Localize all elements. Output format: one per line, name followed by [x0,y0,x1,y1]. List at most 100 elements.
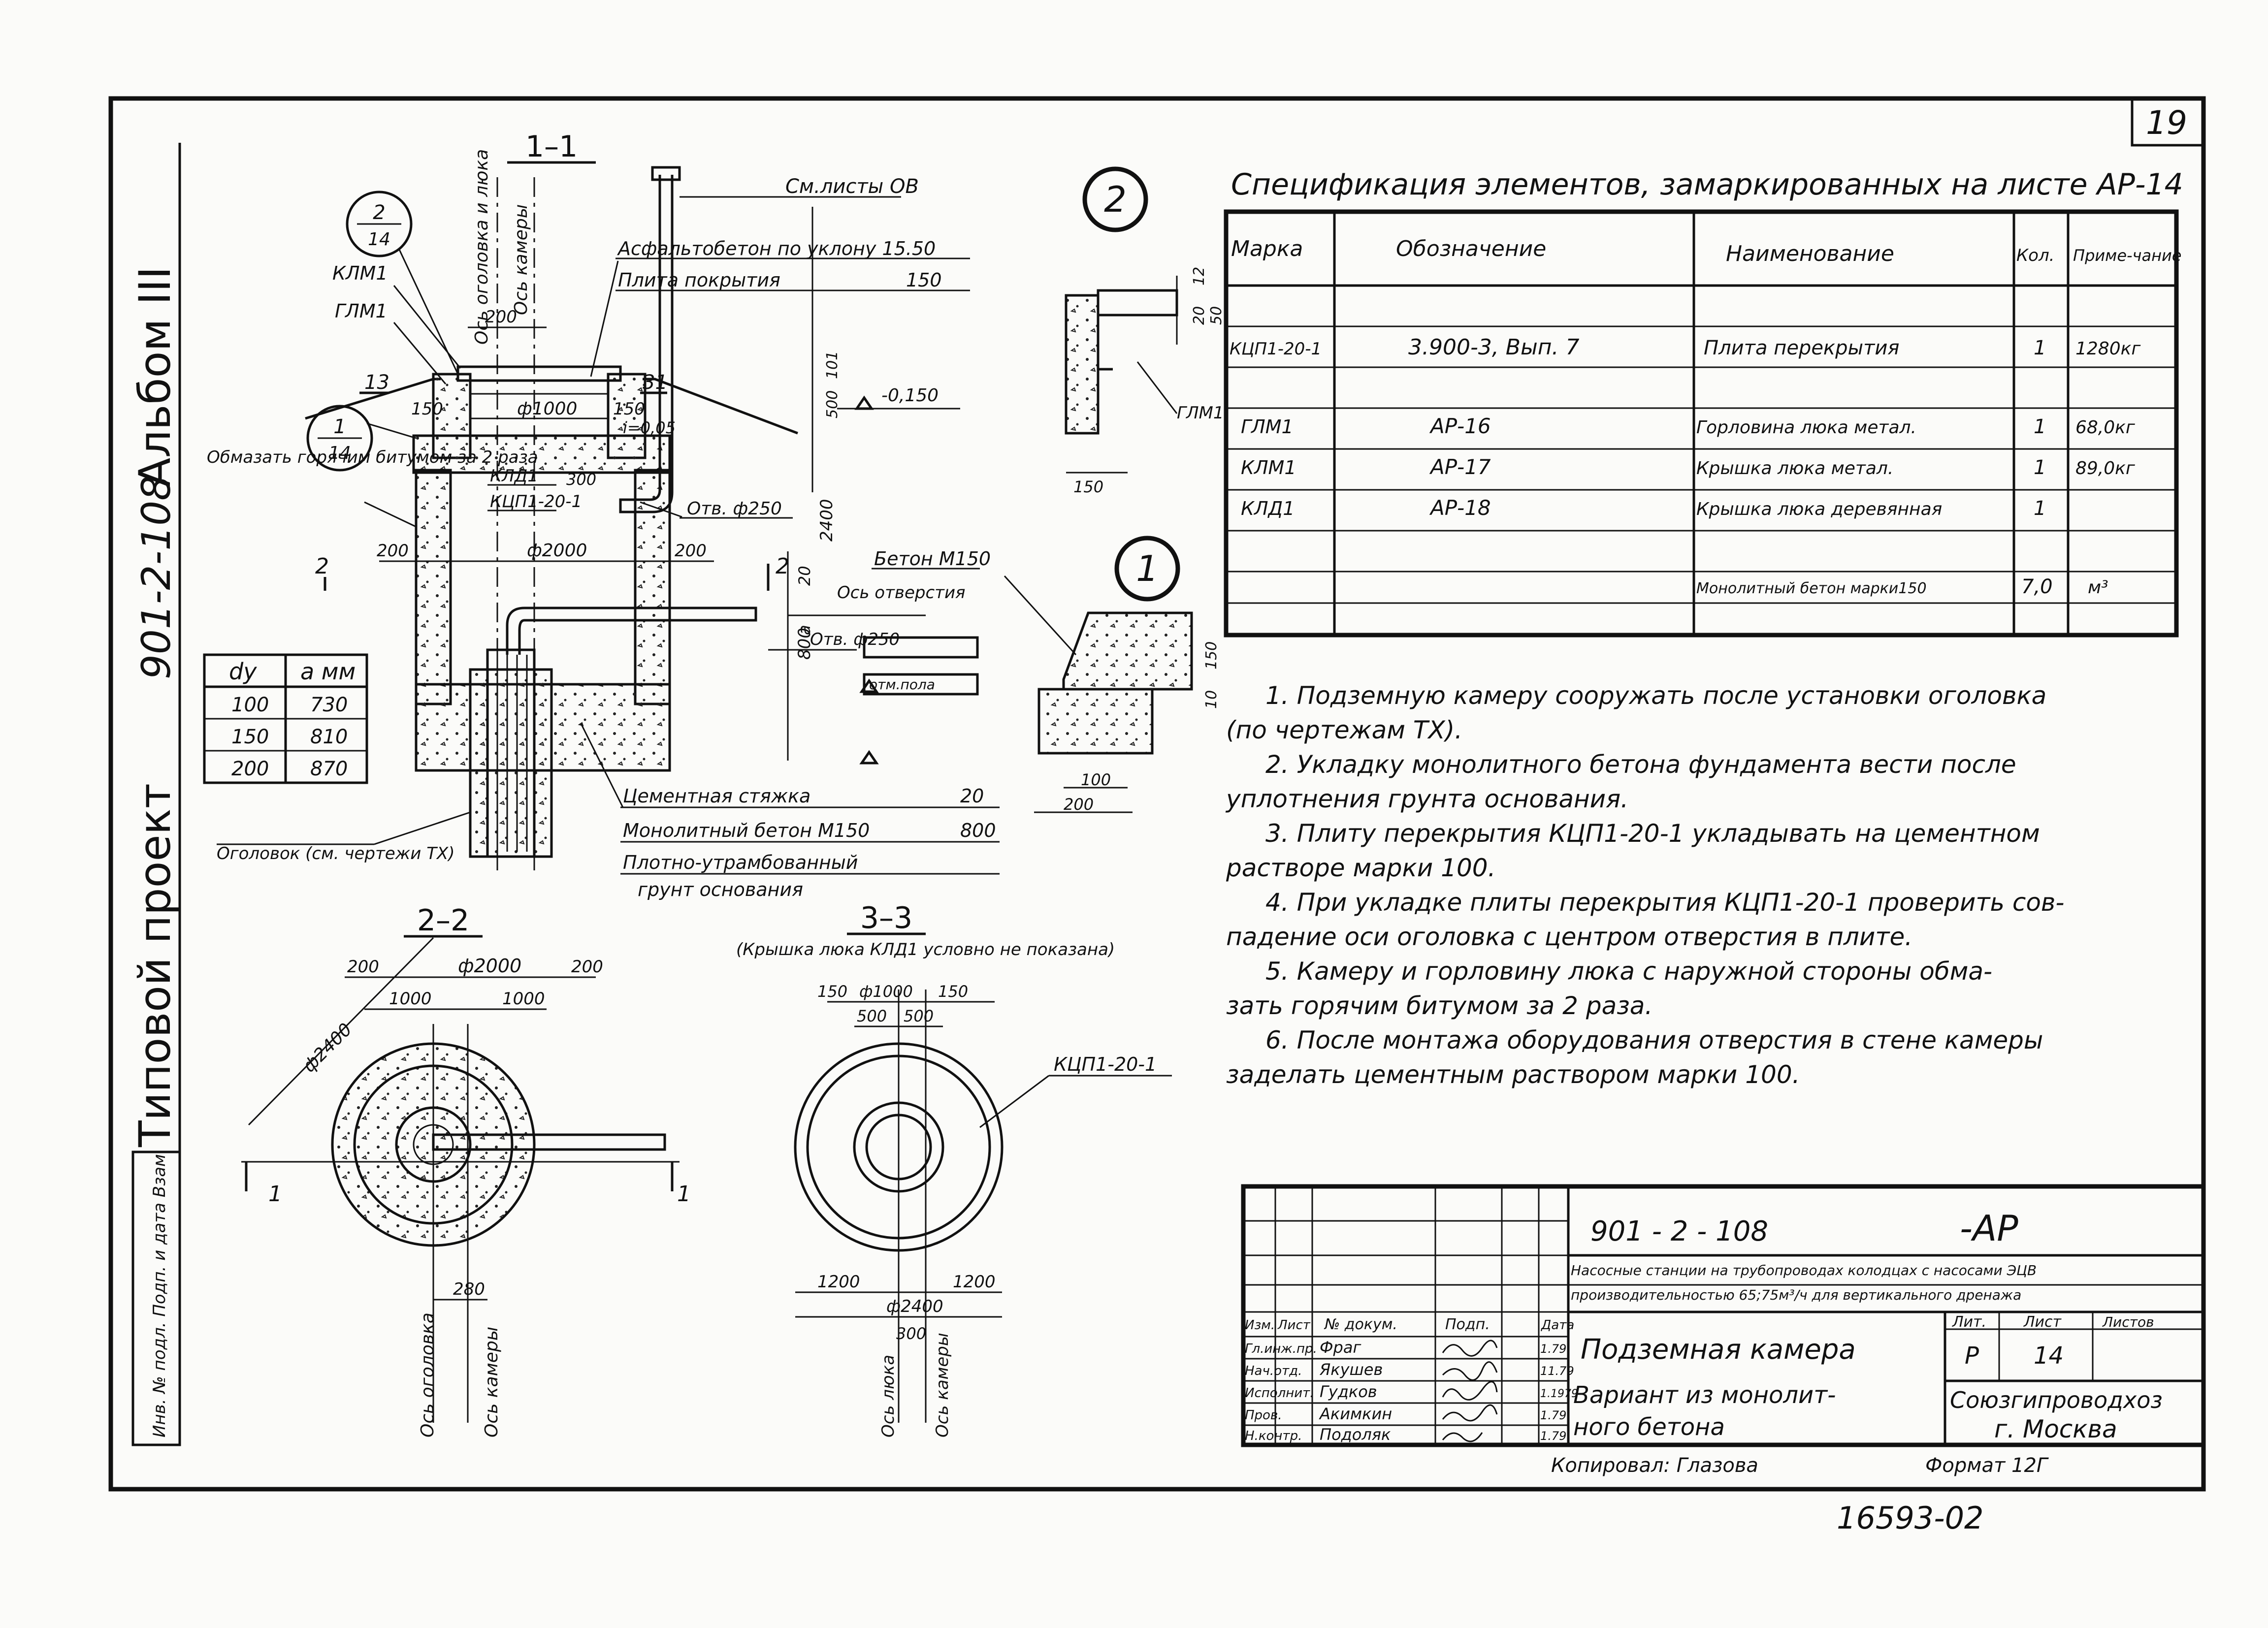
tb-sheet-h: Лист [2023,1313,2062,1331]
tb-p0-name: Фраг [1320,1338,1361,1357]
label-soil-2: грунт основания [638,879,803,900]
spec-r3-note: 68,0кг [2075,417,2136,438]
tb-desc-2: производительностью 65;75м³/ч для вертик… [1571,1287,2021,1303]
detail-1-d10: 10 [1203,690,1220,709]
label-screed-v: 20 [960,785,984,807]
spec-r1-note: 1280кг [2075,339,2141,359]
tb-h-list: Лист [1277,1318,1311,1333]
chamber-wall-right [634,469,671,705]
dim-h20: 20 [795,566,814,586]
label-coat: Обмазать горячим битумом за 2 раза [207,447,538,467]
dim-150b: 150 [613,399,645,419]
tb-p4-date: 1.79 [1540,1429,1566,1443]
plan-3-3-kcp: КЦП1-20-1 [1054,1053,1157,1075]
discharge-pipe [506,607,757,655]
tb-desc-1: Насосные станции на трубопроводах колодц… [1571,1262,2037,1278]
sheet-number-box [2131,97,2205,147]
outer-frame [108,96,2206,1492]
dim-hA: a [795,625,814,635]
callout-1-sheet: 14 [328,443,351,463]
callout-2-14 [346,191,413,257]
copied-by: Копировал: Глазова [1551,1454,1758,1477]
dim-d2000: ф2000 [527,541,587,561]
dia-row-0-a: 730 [310,694,348,716]
dim-200r: 200 [675,541,707,561]
side-title-prefix: Типовой проект [130,783,180,1148]
plan-3-3: 3–3 (Крышка люка КЛД1 условно не показан… [736,901,1172,1437]
dim-h101: 101 [824,351,841,379]
plan-2-2-axis-head: Ось оголовка [418,1312,438,1437]
label-mono: Монолитный бетон М150 [623,820,870,841]
detail-1-d150: 150 [1203,641,1220,670]
tb-p2-role: Исполнит. [1245,1386,1314,1401]
label-slab: Плита покрытия [618,269,780,291]
section-1-1-title: 1–1 [525,129,578,164]
dim-slope: i=0,05 [623,418,676,437]
plan-3-3-note: (Крышка люка КЛД1 условно не показана) [736,940,1115,959]
spec-r3-desig: АР-16 [1429,414,1491,438]
spec-r4-name: Крышка люка метал. [1696,458,1893,479]
callout-1-num: 1 [333,415,346,438]
tb-p3-role: Пров. [1245,1408,1282,1423]
dia-row-2-du: 200 [231,758,269,780]
plan-3-3-d2400: ф2400 [886,1297,943,1316]
callout-2-sheet: 14 [368,229,390,250]
note-line-2: 2. Укладку монолитного бетона фундамента… [1265,750,2016,779]
note-line-4: 3. Плиту перекрытия КЦП1-20-1 укладывать… [1265,819,2040,848]
spec-h-qty: Кол. [2016,246,2054,265]
tb-p2-date: 1.1979 [1540,1388,1578,1400]
note-line-5: растворе марки 100. [1226,854,1495,882]
tb-sheets-h: Листов [2102,1314,2154,1330]
spec-r7-qty: 7,0 [2021,575,2053,598]
dim-h800: 800 [795,628,814,660]
spec-r3-name: Горловина люка метал. [1696,417,1916,438]
plan-2-2-d1000l: 1000 [389,989,432,1009]
tb-title-1: Подземная камера [1581,1334,1856,1366]
plan-2-2-s1l: 1 [268,1181,282,1207]
spec-h-desig: Обозначение [1396,236,1546,261]
section-mark-13: 13 [364,371,389,394]
dia-header-du: dу [229,658,257,685]
section-1-1: 1–1 Ось оголовка и люка Ось камеры [207,129,1000,900]
inv-strip: Инв. № подл. Подп. и дата Взам. [150,1149,169,1437]
wellhead [469,668,553,858]
tb-p1-date: 11.79 [1540,1364,1574,1378]
section-mark-2r: 2 [776,554,789,579]
spec-table: Спецификация элементов, замаркированных … [1224,167,2183,638]
spec-r7-note: м³ [2088,577,2108,598]
tb-p4-role: Н.контр. [1245,1429,1302,1443]
plan-2-2-d2000: ф2000 [458,955,521,977]
detail-1: 1 100 200 150 10 [1004,536,1220,814]
label-otv: Отв. ф250 [687,499,782,519]
vent-pipe [619,175,674,513]
tb-h-sign: Подп. [1445,1316,1490,1333]
detail-2-d50: 50 [1208,306,1225,325]
detail-2: 2 20 12 50 ГЛМ1 150 [1065,166,1225,496]
dim-200l: 200 [377,541,409,561]
tb-sheet: 14 [2034,1342,2064,1370]
plan-2-2-title: 2–2 [417,903,469,938]
tb-p2-name: Гудков [1320,1382,1377,1401]
spec-r1-mark: КЦП1-20-1 [1230,339,1322,359]
label-see-sheets: См.листы ОВ [785,175,919,198]
cover-slab [412,434,671,474]
tb-h-doc: № докум. [1324,1316,1397,1333]
detail-2-glm: ГЛМ1 [1177,403,1224,423]
tb-p1-name: Якушев [1319,1360,1383,1379]
plan-3-3-d500l: 500 [857,1007,887,1025]
note-line-1: (по чертежам ТХ). [1226,716,1462,744]
dim-h2400: 2400 [817,499,837,542]
note-line-7: падение оси оголовка с центром отверстия… [1226,923,1912,951]
plan-3-3-d1200l: 1200 [817,1272,860,1292]
label-asphalt: Асфальтобетон по уклону 15.50 [616,238,936,259]
spec-title: Спецификация элементов, замаркированных … [1231,167,2183,202]
note-line-0: 1. Подземную камеру сооружать после уста… [1265,681,2046,710]
label-soil-1: Плотно-утрамбованный [623,852,858,873]
plan-3-3-axis-cam: Ось камеры [933,1333,952,1437]
label-level: -0,150 [881,385,939,406]
spec-r5-name: Крышка люка деревянная [1696,499,1942,519]
title-block: Изм. Лист № докум. Подп. Дата Гл.инж.пр.… [1241,1184,2206,1447]
plan-2-2: 2–2 1 1 200 ф2000 200 1000 1000 ф2400 28… [241,903,691,1437]
tb-title-3: ного бетона [1573,1413,1725,1441]
dim-300: 300 [566,470,596,489]
